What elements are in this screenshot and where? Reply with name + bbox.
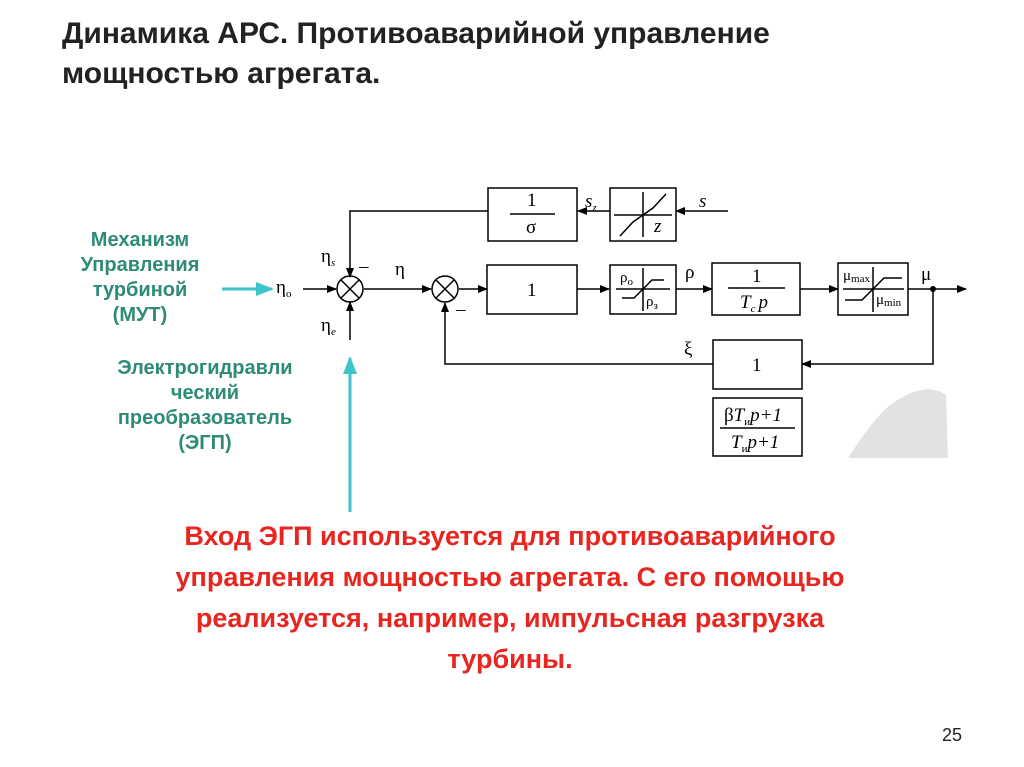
feedback-transfer-denominator: Tиp+1 [731, 432, 779, 455]
egp-label-line-1: Электрогидравли [117, 357, 293, 379]
label-minus-bottom: – [455, 299, 466, 320]
label-xi: ξ [684, 339, 693, 360]
limiter-mu-max: μmax [843, 268, 870, 285]
page-number: 25 [942, 725, 963, 745]
label-s-z: sz [585, 191, 597, 214]
egp-label-line-3: преобразователь [117, 407, 293, 429]
feedback-transfer-numerator: βTиp+1 [724, 405, 782, 428]
mut-label: Механизм Управления турбиной (МУТ) [40, 228, 240, 328]
label-rho: ρ [685, 262, 694, 283]
block-sigma-numerator: 1 [527, 190, 537, 211]
integrator-numerator: 1 [752, 266, 762, 287]
slide-title: Динамика АРС. Противоаварийной управлени… [62, 14, 962, 94]
block-rate-limiter [609, 264, 677, 315]
signal-feedback-line [801, 289, 934, 368]
background-watermark [848, 389, 948, 458]
mut-label-line-3: турбиной [92, 279, 188, 301]
signal-xi-line [441, 302, 713, 365]
note-line-4: турбины. [447, 644, 573, 674]
rate-limiter-characteristic [616, 268, 670, 311]
gain-main-value: 1 [527, 280, 537, 301]
label-eta-e: ηe [321, 315, 336, 338]
block-integrator [711, 262, 801, 316]
label-minus-top: – [358, 256, 369, 277]
block-inverse-sigma [487, 187, 578, 242]
block-feedback-transfer [712, 397, 803, 457]
mut-label-line-2: Управления [80, 254, 200, 276]
limiter-mu-min: μmin [876, 292, 902, 309]
block-position-limiter [837, 262, 909, 316]
slide-title-line-2: мощностью агрегата. [62, 57, 381, 90]
feedback-gain-value: 1 [752, 355, 762, 376]
egp-usage-note: Вход ЭГП используется для противоаварийн… [60, 516, 960, 680]
label-eta-s: ηs [321, 246, 335, 269]
mut-label-line-4: (МУТ) [112, 304, 168, 326]
saturation-characteristic [843, 267, 904, 312]
rate-limit-rho-o: ρo [620, 270, 634, 288]
branch-point-mu [930, 286, 936, 292]
block-deadzone [609, 187, 677, 242]
note-line-1: Вход ЭГП используется для противоаварийн… [184, 521, 836, 551]
egp-label-line-4: (ЭГП) [178, 432, 232, 454]
egp-label: Электрогидравли ческий преобразователь (… [85, 356, 325, 456]
label-mu: μ [921, 264, 931, 285]
note-line-2: управления мощностью агрегата. С его пом… [175, 562, 845, 592]
deadzone-characteristic [614, 192, 672, 237]
block-gain-main [486, 264, 578, 315]
block-feedback-gain [712, 339, 803, 390]
deadzone-label: z [653, 216, 662, 237]
egp-label-line-2: ческий [170, 382, 240, 404]
slide-title-line-1: Динамика АРС. Противоаварийной управлени… [62, 17, 770, 50]
mut-label-line-1: Механизм [90, 229, 190, 251]
label-eta-o: ηo [276, 277, 292, 300]
signal-eta-s-line [346, 210, 488, 278]
note-line-3: реализуется, например, импульсная разгру… [195, 603, 825, 633]
block-sigma-denominator: σ [526, 217, 536, 238]
label-s: s [699, 191, 706, 212]
summing-junction-1 [336, 275, 364, 303]
summing-junction-2 [431, 275, 459, 303]
rate-limit-rho-z: ρз [646, 294, 658, 312]
label-eta: η [395, 259, 405, 280]
